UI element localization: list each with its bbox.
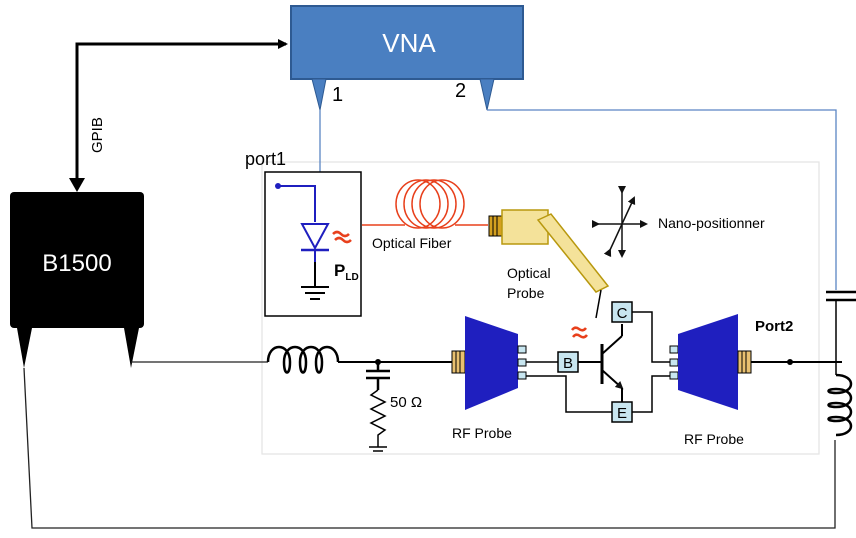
transistor-dut: B C E <box>526 301 670 423</box>
b1500-right-tab <box>124 328 139 368</box>
vna-box <box>290 5 524 80</box>
port1-label: port1 <box>245 149 286 169</box>
port2-node <box>787 359 793 365</box>
vna-port2-number: 2 <box>455 80 466 102</box>
laser-diode-wire-top <box>278 185 316 222</box>
optical-probe-light-icon <box>571 326 588 339</box>
bias-ground-icon <box>369 446 387 452</box>
fiber-coil-1 <box>395 179 441 229</box>
optical-probe-label-2: Probe <box>507 285 545 301</box>
gpib-label: GPIB <box>89 117 106 153</box>
wire-left-probe-emitter <box>526 375 612 413</box>
rf-probe-left-label: RF Probe <box>452 425 512 441</box>
wire-emitter-right-probe <box>632 375 670 413</box>
laser-emission-icon <box>332 230 352 244</box>
optical-fiber-label: Optical Fiber <box>372 235 452 251</box>
optical-probe <box>488 209 610 339</box>
vna-port1-tab <box>311 78 327 111</box>
optical-probe-tip <box>595 289 602 319</box>
fiber-coil-4 <box>419 179 465 229</box>
gpib-wire <box>75 39 288 188</box>
emitter-lead <box>601 369 624 390</box>
rf-probe-right <box>669 314 752 410</box>
b1500-title: B1500 <box>42 250 111 277</box>
nano-positioner-icon <box>592 186 648 258</box>
ground-return-wire <box>23 367 836 529</box>
laser-diode-module: port1 PLD <box>245 149 362 317</box>
vna-instrument: VNA 1 2 <box>290 5 524 111</box>
transistor-pin-e-label: E <box>617 405 627 422</box>
laser-diode-ground-icon <box>301 286 329 300</box>
nano-positioner-label: Nano-positionner <box>658 215 765 231</box>
rf-probe-left-body <box>465 316 518 410</box>
vna-title: VNA <box>382 28 436 58</box>
transistor-pin-c-label: C <box>617 305 628 322</box>
rf-probe-right-label: RF Probe <box>684 431 744 447</box>
port2-label: Port2 <box>755 318 793 335</box>
bias-inductor <box>266 345 340 374</box>
b1500-box <box>10 192 144 328</box>
wire-collector-right-probe <box>632 311 670 363</box>
fiber-coil-2 <box>403 179 449 229</box>
laser-diode-symbol <box>300 223 330 251</box>
optical-probe-label-1: Optical <box>507 265 551 281</box>
rf-probe-left-connector <box>451 350 466 374</box>
optical-probe-arm <box>536 213 610 293</box>
vna-port1-number: 1 <box>332 84 343 106</box>
gpib-arrow-down <box>69 178 85 192</box>
optical-probe-connector <box>488 215 503 237</box>
rf-probe-right-connector <box>737 350 752 374</box>
optical-probe-body <box>501 209 549 245</box>
transistor-pin-b-label: B <box>563 355 573 372</box>
bias-capacitor <box>366 362 390 390</box>
b1500-left-tab <box>17 328 32 368</box>
port2-capacitor <box>826 290 856 302</box>
pld-label: PLD <box>334 261 359 283</box>
optical-fiber <box>362 179 488 229</box>
resistor-label: 50 Ω <box>390 394 422 411</box>
b1500-instrument: B1500 <box>10 192 144 368</box>
test-board-frame <box>261 161 820 455</box>
gpib-link: GPIB <box>69 39 288 192</box>
port2-inductor <box>827 373 853 437</box>
rf-probe-right-body <box>678 314 738 410</box>
vna-port2-line <box>487 109 837 290</box>
bias-resistor <box>369 389 387 447</box>
fiber-coil-3 <box>411 179 457 229</box>
collector-lead <box>601 335 623 355</box>
rf-probe-left <box>451 316 527 410</box>
vna-port2-tab <box>479 78 495 111</box>
